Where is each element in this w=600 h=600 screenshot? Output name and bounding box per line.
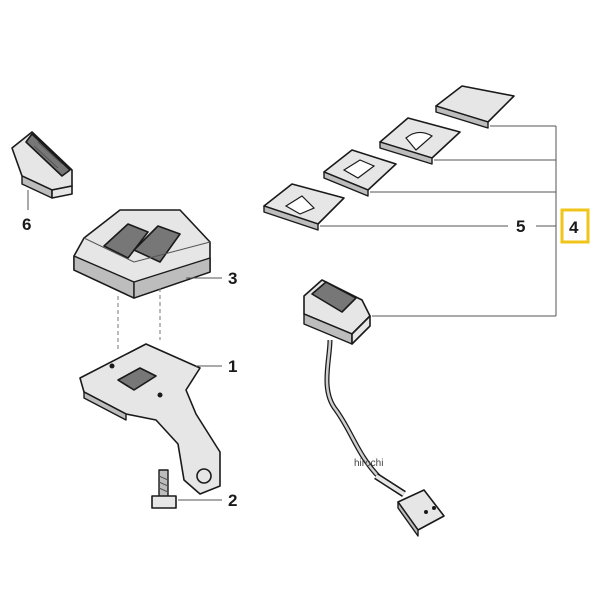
part-2-screw [151, 469, 177, 509]
callout-2: 2 [228, 491, 237, 510]
switch-assembly [303, 279, 445, 537]
callout-3: 3 [228, 269, 237, 288]
callout-4: 4 [569, 218, 579, 237]
callout-6: 6 [22, 215, 31, 234]
symbol-plate-fog-light [379, 117, 461, 165]
watermark-text: hirochi [354, 458, 383, 469]
callout-5: 5 [516, 217, 525, 236]
callout-1: 1 [228, 357, 237, 376]
part-1-bracket [79, 343, 221, 495]
part-3-switch-housing [73, 209, 211, 299]
symbol-plate-blank [435, 85, 515, 129]
symbol-plate-light [323, 149, 397, 197]
symbol-plate-horn [263, 183, 345, 231]
part-6-switch-cap [11, 131, 73, 199]
callout-4-highlight [560, 208, 590, 244]
